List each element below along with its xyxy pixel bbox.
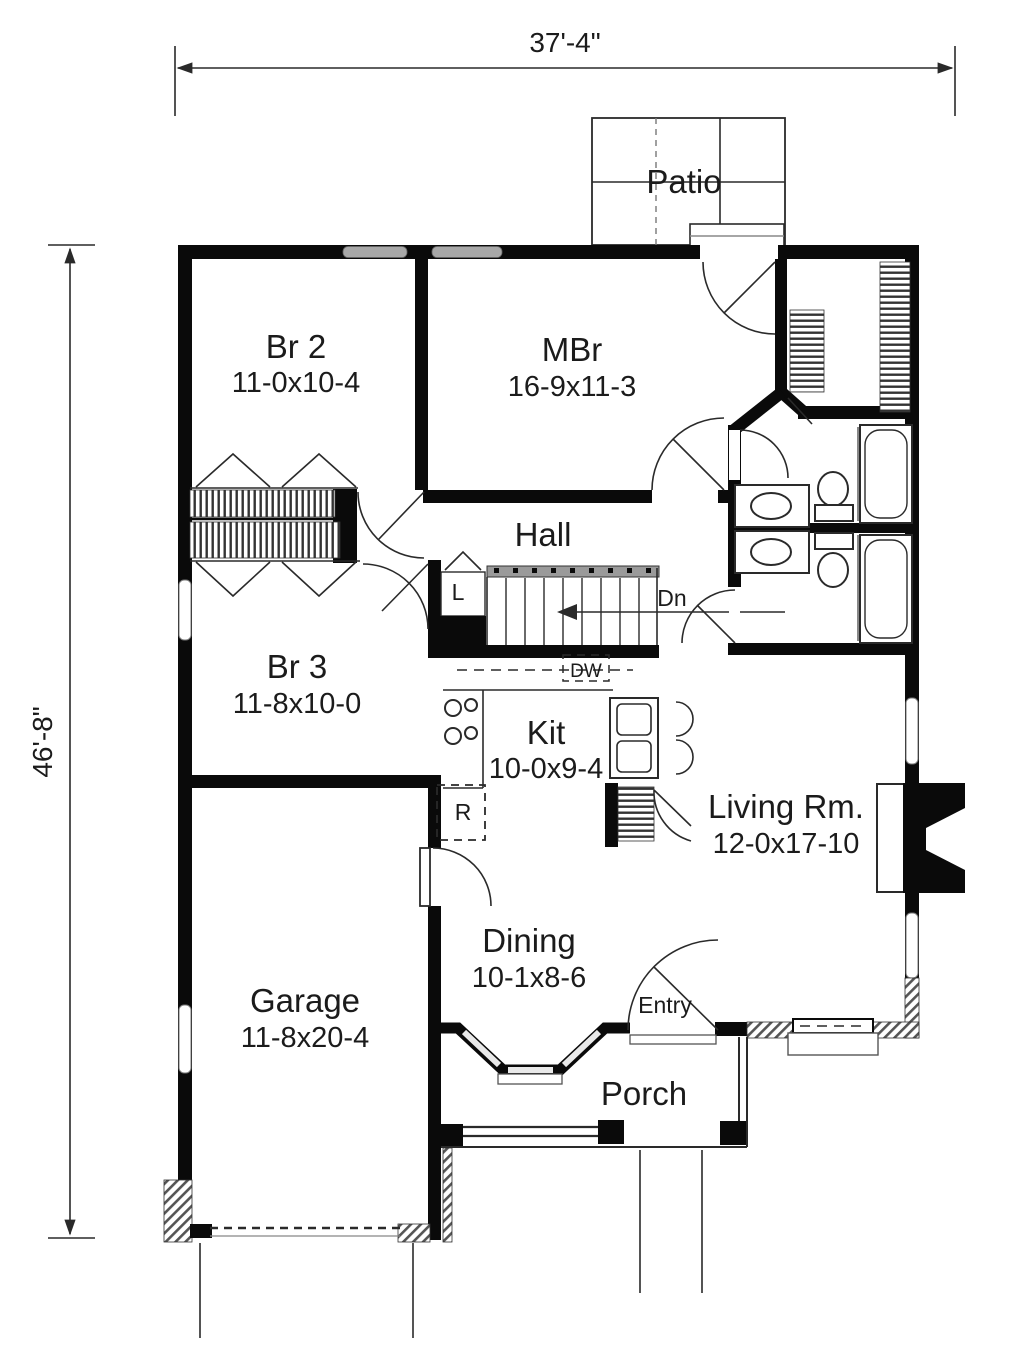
living-window-upper [905,697,919,765]
bath2-toilet [817,552,849,588]
garage-opening [199,1226,414,1338]
cooktop-burner [464,698,478,712]
master-closet [789,261,911,413]
patio-step [689,223,785,247]
bar-stool [675,701,694,737]
linen-closet: L [438,550,486,646]
br3-closet-bifold-door [281,561,357,598]
refrigerator [436,784,486,841]
patio-label: Patio [646,163,721,200]
porch-post [720,1121,746,1145]
br2-closet-bifold-door [281,452,357,488]
br3-closet-bifold-door [195,561,271,598]
master-closet-shelf [789,309,825,393]
porch-post [598,1120,624,1144]
kitchen-label: Kit [527,714,566,751]
living-size: 12-0x17-10 [713,828,860,860]
bath1-sink [750,492,792,520]
bath2-door-opening [729,588,740,641]
pantry-shelf [617,786,655,842]
kitchen-sink-bowl [616,703,652,736]
br2-label: Br 2 [266,328,327,365]
dishwasher [562,654,610,682]
dishwasher-label: DW [570,661,602,682]
linen-closet-label: L [452,579,465,605]
cooktop-burner [444,699,462,717]
kitchen-sink-bowl [616,740,652,773]
porch-label: Porch [601,1075,687,1112]
cooktop-burner [444,727,462,745]
patio-door-opening [700,245,778,259]
windows [178,246,919,1074]
bath2-vanity [734,530,810,574]
bath2-toilet-tank [814,532,854,550]
bath2-sink [750,538,792,566]
bedroom-closets [188,452,360,598]
overall-height-label: 46'-8" [27,706,58,777]
room-labels: Patio Br 2 11-0x10-4 MBr 16-9x11-3 Hall … [232,163,864,1112]
porch-structure [441,1037,748,1293]
overall-width-label: 37'-4" [529,27,600,58]
bar-stool [675,739,694,775]
master-closet-shelf [879,261,911,413]
br2-closet-shelf [189,489,336,518]
br2-window [342,246,408,258]
dimension-top: 37'-4" [174,27,956,116]
staircase: Dn [486,565,785,645]
dining-size: 10-1x8-6 [472,962,586,994]
br3-window [178,579,192,641]
living-label: Living Rm. [708,788,864,825]
br3-closet-shelf [189,521,341,559]
garage-size: 11-8x20-4 [241,1022,369,1054]
refrigerator-label: R [455,799,472,825]
doors [357,245,813,907]
kitchen-fixtures [436,654,694,847]
hall-label: Hall [515,516,572,553]
porch-post [441,1124,463,1146]
fireplace [876,783,965,893]
br2-closet-bifold-door [195,452,271,488]
cooktop-burner [464,726,478,740]
kitchen-sink-counter [609,697,659,779]
patio-area [591,117,786,247]
master-closet-door [787,397,813,425]
masonry-sections [163,977,920,1243]
dining-label: Dining [482,922,576,959]
bath1-toilet-tank [814,504,854,522]
br3-label: Br 3 [267,648,328,685]
living-window-lower [905,912,919,979]
bathrooms [681,424,913,644]
stairs-down-label: Dn [657,585,686,611]
bath1-toilet [817,471,849,507]
entry-label: Entry [638,992,692,1018]
bath1-vanity [734,484,810,528]
dimension-left: 46'-8" [27,244,95,1239]
mbr-size: 16-9x11-3 [508,371,636,403]
br3-size: 11-8x10-0 [233,688,361,720]
bath1-door-opening [729,430,740,480]
garage-window [178,1004,192,1074]
kitchen-size: 10-0x9-4 [489,753,603,785]
garage-entry-door [419,847,431,907]
br2-size: 11-0x10-4 [232,367,360,399]
mbr-label: MBr [542,331,603,368]
garage-label: Garage [250,982,360,1019]
entry-door [627,939,719,1045]
mbr-window [431,246,503,258]
bay-window [441,1022,630,1085]
br2-door [357,491,425,559]
bath2-tub [859,534,913,644]
bath1-tub [859,424,913,524]
